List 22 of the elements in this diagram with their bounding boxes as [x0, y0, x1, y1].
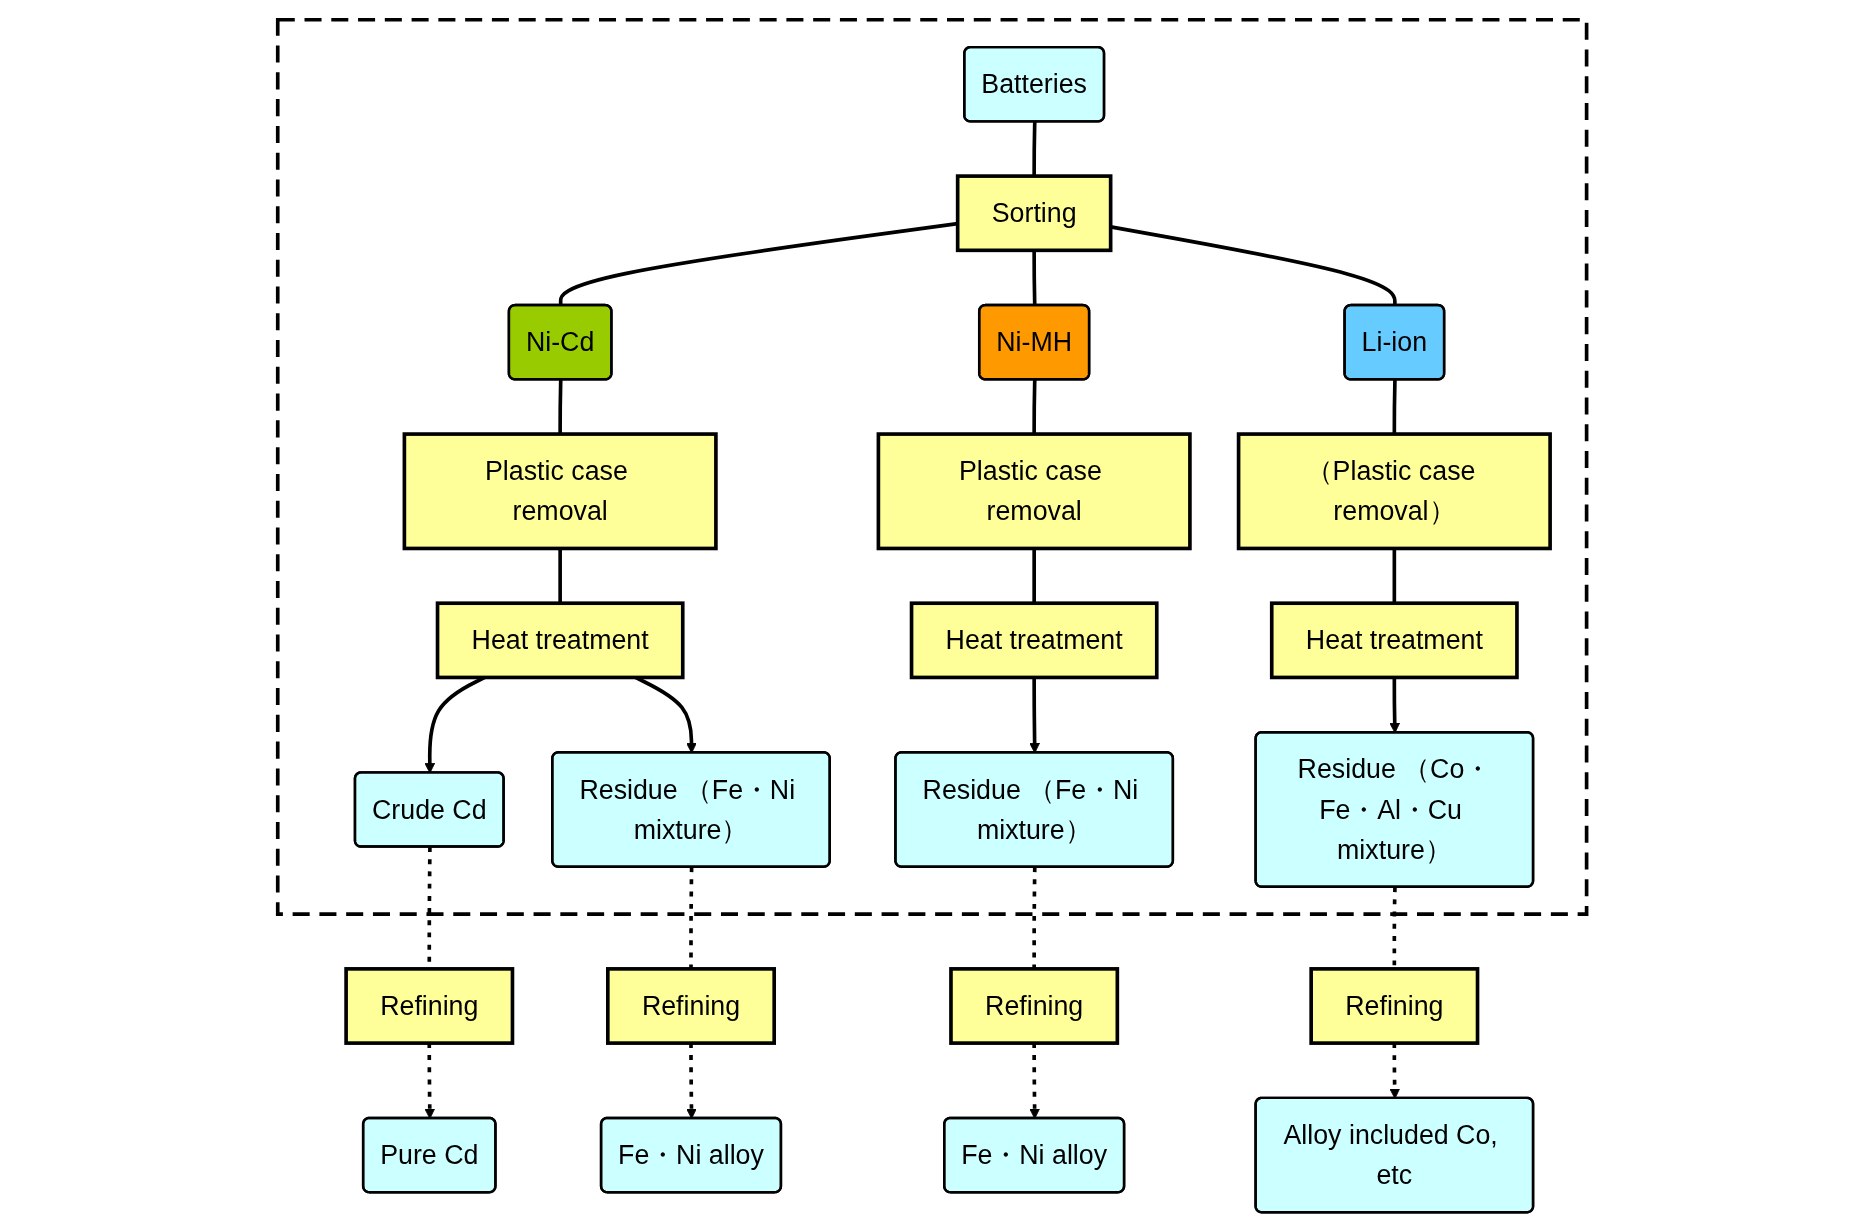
node-box: Sorting	[955, 174, 1113, 253]
connector	[1392, 379, 1397, 435]
node-box: Heat treatment	[909, 601, 1159, 680]
connector	[1032, 867, 1037, 969]
node-box: Refining	[605, 967, 776, 1045]
connector	[1032, 250, 1037, 306]
connector	[558, 548, 562, 604]
connector	[558, 379, 563, 435]
node-box: Refining	[1309, 967, 1480, 1045]
connector	[1032, 121, 1037, 177]
node-box: Heat treatment	[1269, 601, 1519, 680]
cluster	[275, 17, 1589, 916]
node-box: Refining	[344, 967, 515, 1045]
node-box: Heat treatment	[435, 601, 685, 680]
connector	[689, 867, 694, 969]
connector	[1392, 548, 1396, 604]
connector	[1032, 548, 1036, 604]
connector	[1032, 379, 1037, 435]
node-box: Refining	[948, 967, 1119, 1045]
node-box: Plastic case removal	[402, 432, 718, 551]
node-box: （Plastic case removal）	[1236, 432, 1552, 551]
node-box: Plastic case removal	[876, 432, 1192, 551]
